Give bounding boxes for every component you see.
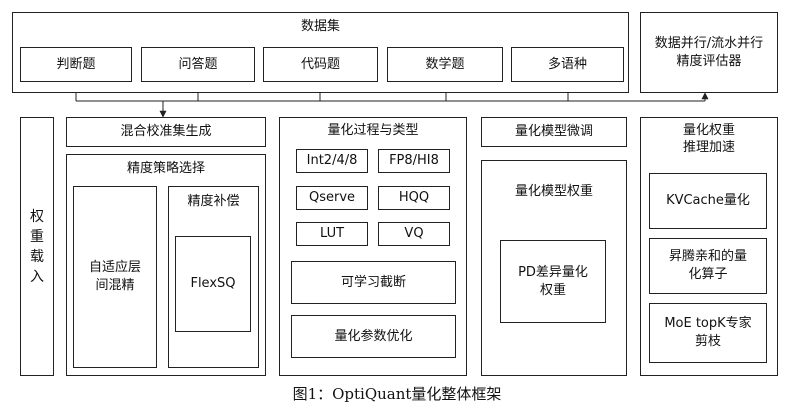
quant-type-qserve: Qserve <box>296 186 368 210</box>
quant-type-lut: LUT <box>296 222 368 246</box>
flexsq-box: FlexSQ <box>175 236 251 332</box>
calibration-set-box: 混合校准集生成 <box>66 117 266 147</box>
weight-loading-label: 权 重 载 入 <box>30 208 44 285</box>
figure-caption: 图1：OptiQuant量化整体框架 <box>292 385 502 403</box>
quant-type-hqq: HQQ <box>378 186 450 210</box>
precision-strategy-title: 精度策略选择 <box>126 161 205 176</box>
dataset-item-qa: 问答题 <box>141 47 255 82</box>
dataset-item-math: 数学题 <box>387 47 503 82</box>
finetune-box: 量化模型微调 <box>481 117 627 147</box>
parallel-evaluator-box: 数据并行/流水并行 精度评估器 <box>640 12 778 93</box>
quant-type-vq: VQ <box>378 222 450 246</box>
quant-type-int: Int2/4/8 <box>296 149 368 173</box>
kvcache-quant-box: KVCache量化 <box>649 173 767 229</box>
dataset-title: 数据集 <box>300 19 340 34</box>
dataset-item-code: 代码题 <box>263 47 378 82</box>
adaptive-mixed-precision-box: 自适应层 间混精 <box>73 186 157 368</box>
pd-diff-quant-weight-box: PD差异量化 权重 <box>500 240 606 323</box>
model-weight-title: 量化模型权重 <box>514 184 593 199</box>
weight-loading-box: 权 重 载 入 <box>20 117 54 376</box>
dataset-item-multilingual: 多语种 <box>511 47 624 82</box>
ascend-affinity-op-box: 昇腾亲和的量 化算子 <box>649 238 767 294</box>
quant-type-fp8: FP8/HI8 <box>378 149 450 173</box>
quant-param-optimization-box: 量化参数优化 <box>291 315 456 358</box>
learnable-truncation-box: 可学习截断 <box>291 261 456 304</box>
dataset-item-judge: 判断题 <box>20 47 132 82</box>
inference-acceleration-title: 量化权重 推理加速 <box>682 123 735 155</box>
precision-compensation-title: 精度补偿 <box>187 194 240 209</box>
quant-process-title: 量化过程与类型 <box>327 123 419 138</box>
moe-topk-pruning-box: MoE topK专家 剪枝 <box>649 303 767 363</box>
